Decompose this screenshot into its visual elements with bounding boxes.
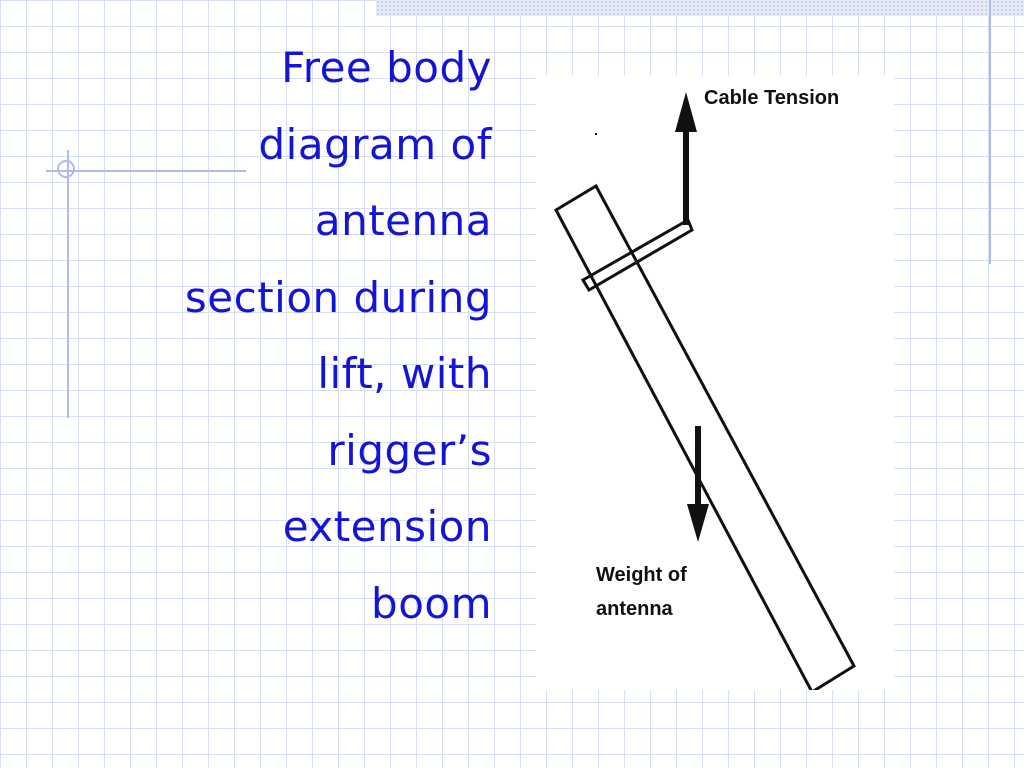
antenna-section: [554, 183, 856, 690]
cable-tension-label: Cable Tension: [704, 87, 839, 109]
left-decorative-horizontal-line: [46, 170, 246, 172]
weight-label-line2: antenna: [596, 598, 674, 620]
decorative-circle-icon: [57, 160, 75, 178]
weight-label-line1: Weight of: [596, 564, 687, 586]
slide-title: Free body diagram of antenna section dur…: [184, 43, 492, 628]
diagram-background: [536, 76, 894, 690]
extension-boom: [580, 217, 694, 293]
top-decorative-bar: [376, 0, 1024, 16]
cable-tension-arrowhead: [675, 92, 697, 132]
left-decorative-vertical-line: [67, 150, 69, 418]
free-body-diagram: Cable Tension Weight of antenna: [554, 87, 856, 690]
weight-arrowhead: [687, 504, 709, 542]
right-decorative-line: [989, 0, 991, 264]
stray-mark: [595, 133, 597, 135]
